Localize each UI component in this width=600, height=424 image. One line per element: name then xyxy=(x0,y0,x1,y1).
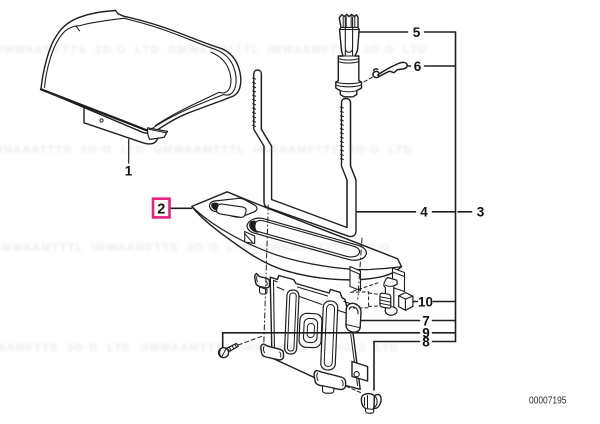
svg-text:6: 6 xyxy=(414,59,422,74)
svg-text:8: 8 xyxy=(422,334,430,349)
svg-text:10: 10 xyxy=(418,294,433,309)
svg-text:3: 3 xyxy=(477,205,485,220)
svg-text:2: 2 xyxy=(157,201,165,217)
svg-text:5: 5 xyxy=(413,25,421,40)
svg-text:00007195: 00007195 xyxy=(529,395,567,406)
svg-text:7: 7 xyxy=(422,313,430,328)
svg-text:1: 1 xyxy=(125,164,133,179)
svg-text:9: 9 xyxy=(422,326,430,341)
svg-text:4: 4 xyxy=(420,205,428,220)
